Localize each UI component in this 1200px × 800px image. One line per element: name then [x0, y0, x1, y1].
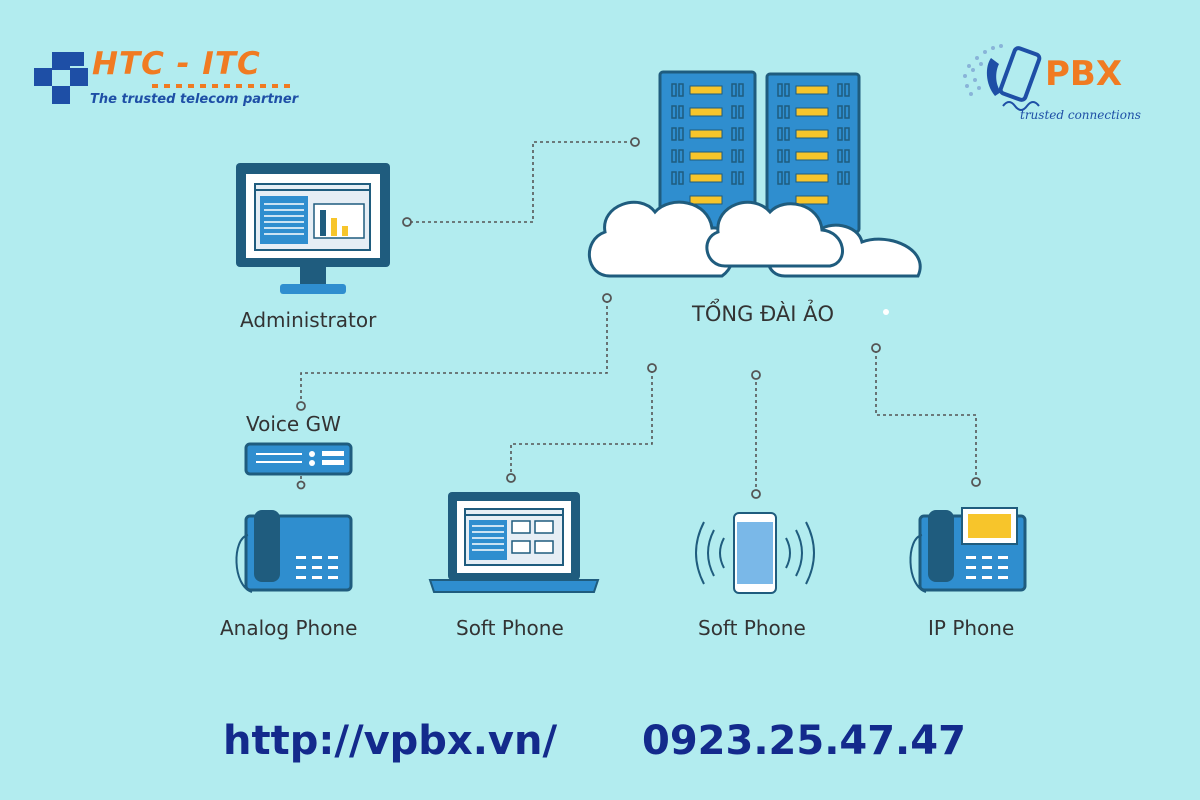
- hotline-number[interactable]: 0923.25.47.47: [642, 718, 966, 764]
- ip-phone-label: IP Phone: [928, 616, 1015, 640]
- mobile-softphone-icon: [695, 512, 815, 594]
- htc-dots-decoration: [152, 84, 290, 88]
- signal-waves-icon: [695, 521, 815, 585]
- server-right-icon: [765, 72, 861, 234]
- website-url[interactable]: http://vpbx.vn/: [223, 718, 558, 764]
- cloud-icon: [588, 200, 922, 278]
- vpbx-logo-tagline: trusted connections: [1020, 108, 1141, 122]
- softphone-laptop-label: Soft Phone: [456, 616, 564, 640]
- laptop-softphone-icon: [428, 492, 600, 593]
- htc-itc-logo: HTC - ITC The trusted telecom partner: [34, 44, 298, 114]
- connector-endpoints: [296, 137, 981, 499]
- admin-label: Administrator: [240, 308, 377, 332]
- analog-phone-icon: [235, 510, 353, 593]
- decor-dot: [883, 309, 889, 315]
- connector-cloud-ipphone: [875, 350, 977, 480]
- analog-phone-label: Analog Phone: [220, 616, 358, 640]
- htc-logo-tagline: The trusted telecom partner: [90, 92, 299, 107]
- vpbx-logo-name: PBX: [1045, 54, 1123, 94]
- voice-gateway-icon: [244, 442, 353, 476]
- htc-logo-name: HTC - ITC: [92, 46, 261, 82]
- htc-checker-icon: [34, 52, 88, 104]
- softphone-mobile-label: Soft Phone: [698, 616, 806, 640]
- voice-gw-label: Voice GW: [246, 412, 341, 436]
- cloud-label: TỔNG ĐÀI ẢO: [692, 302, 835, 326]
- server-left-icon: [658, 70, 757, 234]
- phone-handset-logo-icon: [963, 44, 1042, 111]
- connector-admin-cloud: [410, 141, 632, 223]
- ip-phone-icon: [909, 507, 1027, 593]
- vpbx-logo: PBX trusted connections: [955, 36, 1155, 131]
- admin-monitor-icon: [236, 163, 390, 294]
- connector-cloud-softphone-laptop: [510, 370, 653, 476]
- connector-cloud-voicegw: [300, 300, 608, 403]
- connector-lines: [300, 141, 977, 492]
